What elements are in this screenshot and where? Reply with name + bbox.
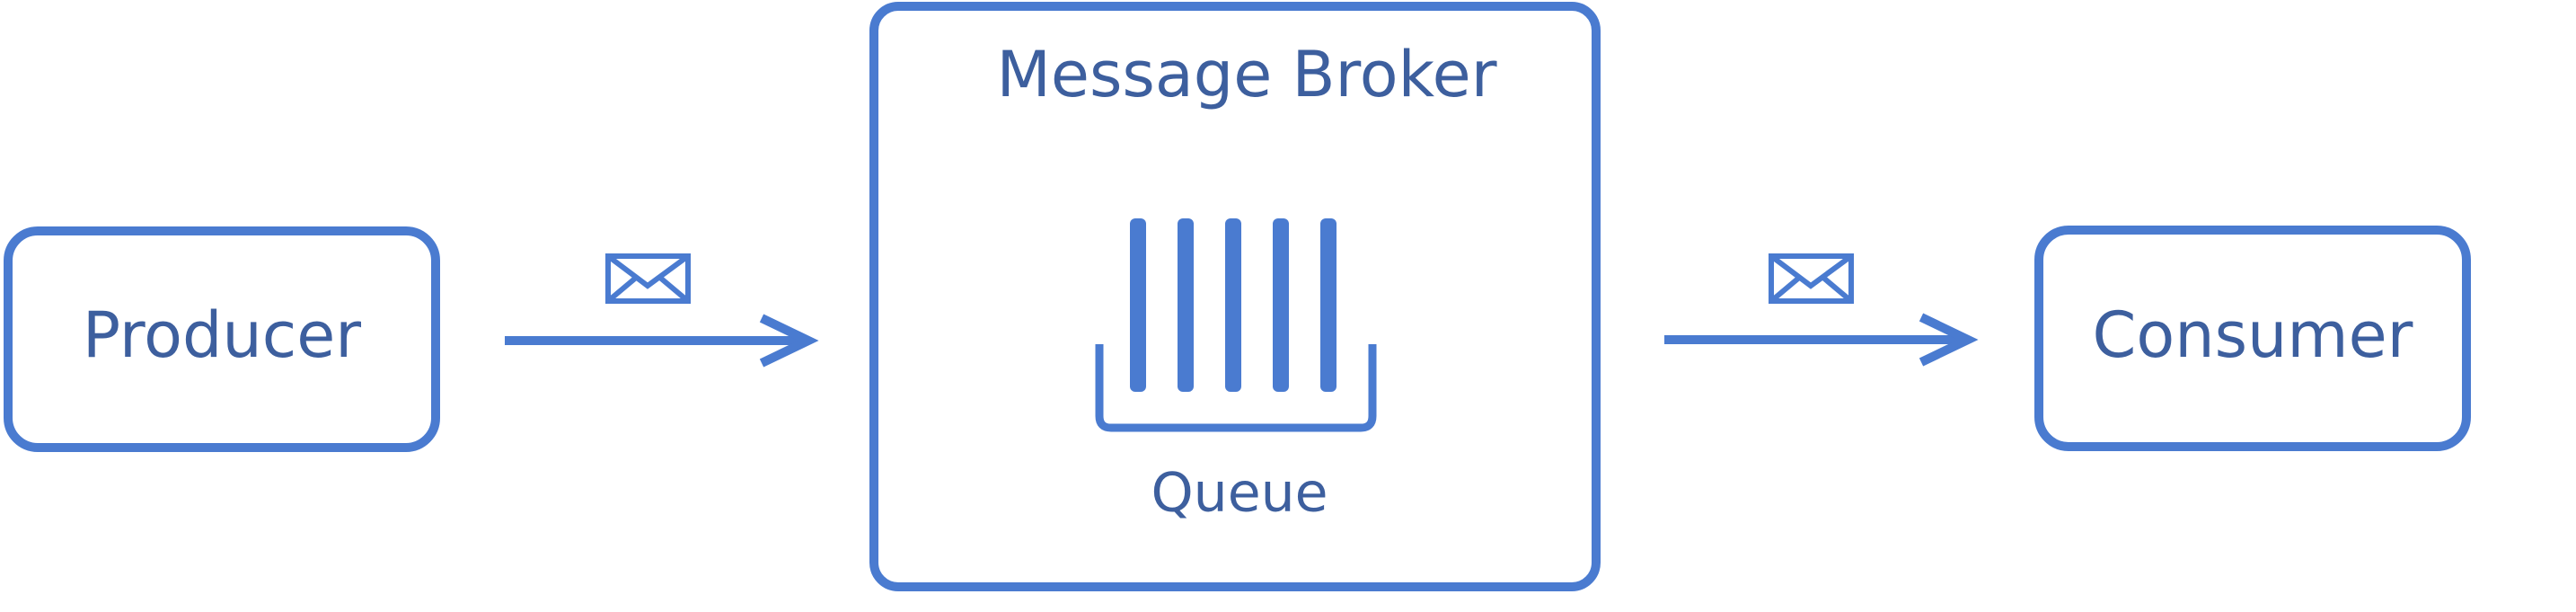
producer-node: Producer (4, 226, 440, 452)
queue-messages (1130, 218, 1337, 392)
queue-container (1095, 344, 1377, 432)
envelope-icon (1769, 253, 1854, 304)
broker-node: Message Broker Queue (869, 2, 1601, 591)
envelope-icon (605, 253, 691, 304)
arrow-producer-to-broker (505, 314, 819, 368)
queued-message (1178, 218, 1194, 392)
producer-box (4, 226, 440, 452)
arrow-broker-to-consumer (1664, 313, 1979, 367)
consumer-box (2034, 226, 2471, 451)
consumer-label: Consumer (2093, 298, 2413, 372)
queue-label: Queue (1151, 462, 1328, 525)
consumer-node: Consumer (2034, 226, 2471, 451)
queued-message (1273, 218, 1289, 392)
broker-box (869, 2, 1601, 591)
queue: Queue (1095, 218, 1377, 525)
queued-message (1320, 218, 1337, 392)
queued-message (1130, 218, 1146, 392)
broker-title: Message Broker (996, 38, 1496, 111)
producer-label: Producer (83, 298, 361, 372)
queued-message (1225, 218, 1241, 392)
